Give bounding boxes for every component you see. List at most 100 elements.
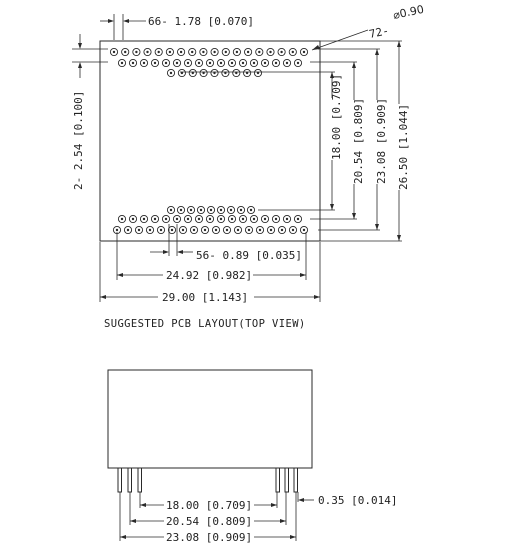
pin-width-label: 0.35 [0.014] xyxy=(318,494,397,507)
pad-center xyxy=(225,228,229,232)
pad-center xyxy=(263,217,267,221)
pad-center xyxy=(246,50,250,54)
pad-center xyxy=(296,61,300,65)
pad-center xyxy=(179,50,183,54)
pad-center xyxy=(153,61,157,65)
pad-center xyxy=(302,228,306,232)
pad-center xyxy=(209,208,213,212)
pad-center xyxy=(186,61,190,65)
pad-center xyxy=(169,71,173,75)
pad-center xyxy=(269,50,272,54)
pad-center xyxy=(146,50,149,54)
pad-center xyxy=(285,217,289,221)
pad-center xyxy=(296,217,300,221)
pad-center xyxy=(219,61,223,65)
pad-array xyxy=(109,47,309,235)
pad-center xyxy=(164,61,168,65)
pad-center xyxy=(157,50,160,54)
dim-2900-label: 29.00 [1.143] xyxy=(162,291,248,304)
pad-center xyxy=(302,50,306,54)
pad-center xyxy=(285,61,289,65)
pin xyxy=(284,467,289,493)
pad-center xyxy=(192,228,196,232)
dim-2054-label: 20.54 [0.809] xyxy=(352,98,365,184)
pad-center xyxy=(241,61,245,65)
pad-center xyxy=(142,217,146,221)
dim-2308-label: 23.08 [0.909] xyxy=(375,98,388,184)
pad-center xyxy=(230,217,234,221)
pad-center xyxy=(280,50,283,54)
pad-center xyxy=(115,228,119,232)
pad-center xyxy=(239,208,243,212)
pad-center xyxy=(247,228,251,232)
pad-center xyxy=(175,217,179,221)
small-pitch-label: 56- 0.89 [0.035] xyxy=(196,249,302,262)
pad-center xyxy=(131,217,135,221)
pad-center xyxy=(135,50,138,54)
pitch-label: 66- 1.78 [0.070] xyxy=(148,15,254,28)
layout-caption: SUGGESTED PCB LAYOUT(TOP VIEW) xyxy=(104,318,306,330)
pad-center xyxy=(179,208,183,212)
side-dim-2054: 20.54 [0.809] xyxy=(130,513,286,528)
pad-center xyxy=(241,217,245,221)
pad-center xyxy=(219,217,223,221)
pin xyxy=(293,467,298,493)
pad-center xyxy=(213,50,216,54)
hole-diameter-label: ⌀0.90 xyxy=(392,3,425,22)
dim-2650-label: 26.50 [1.044] xyxy=(397,104,410,190)
pad-center xyxy=(274,217,278,221)
pad-center xyxy=(230,61,234,65)
pin xyxy=(137,467,142,493)
pad-center xyxy=(120,217,124,221)
horizontal-dimension-2492: 24.92 [0.982] xyxy=(116,232,307,282)
pad-center xyxy=(274,61,278,65)
pad-center xyxy=(224,50,227,54)
pad-center xyxy=(124,50,127,54)
vertical-dimensions: 18.00 [0.709] 20.54 [0.809] 23.08 [0.909… xyxy=(180,40,410,242)
row-pitch-dimension: 2- 2.54 [0.100] xyxy=(72,34,108,190)
pad-center xyxy=(131,61,135,65)
pad-center xyxy=(249,208,253,212)
pad-center xyxy=(291,50,294,54)
pad-center xyxy=(199,208,203,212)
pad-center xyxy=(137,228,141,232)
pin-group-right xyxy=(275,467,298,493)
pin xyxy=(275,467,280,493)
pad-center xyxy=(252,217,256,221)
pad-center xyxy=(258,50,261,54)
pad-center xyxy=(153,217,157,221)
pad-center xyxy=(208,61,212,65)
pin-group-left xyxy=(117,467,142,493)
pad-center xyxy=(202,50,205,54)
pin xyxy=(127,467,132,493)
pad-center xyxy=(219,208,223,212)
pad-center xyxy=(169,208,173,212)
pad-center xyxy=(170,228,174,232)
pad-center xyxy=(197,217,201,221)
pad-center xyxy=(280,228,284,232)
pitch-callout: 66- 1.78 [0.070] xyxy=(100,14,254,40)
pad-center xyxy=(186,217,190,221)
pad-center xyxy=(175,61,179,65)
pad-center xyxy=(189,208,193,212)
pad-center xyxy=(168,50,172,54)
pad-center xyxy=(229,208,233,212)
pin xyxy=(117,467,122,493)
pad-center xyxy=(235,50,239,54)
pad-center xyxy=(263,61,267,65)
component-body xyxy=(107,369,313,469)
dim-2492-label: 24.92 [0.982] xyxy=(166,269,252,282)
row-pitch-label: 2- 2.54 [0.100] xyxy=(72,91,85,190)
pad-center xyxy=(214,228,218,232)
pad-center xyxy=(112,50,116,54)
side-dim-2308-label: 23.08 [0.909] xyxy=(166,531,252,544)
pad-center xyxy=(120,61,124,65)
pad-center xyxy=(236,228,240,232)
pin-width-dimension: 0.35 [0.014] xyxy=(298,494,397,507)
side-dim-2054-label: 20.54 [0.809] xyxy=(166,515,252,528)
pad-center xyxy=(191,50,194,54)
horizontal-dimension-2900: 29.00 [1.143] xyxy=(99,242,321,304)
dim-18-label: 18.00 [0.709] xyxy=(330,74,343,160)
pad-center xyxy=(164,217,168,221)
